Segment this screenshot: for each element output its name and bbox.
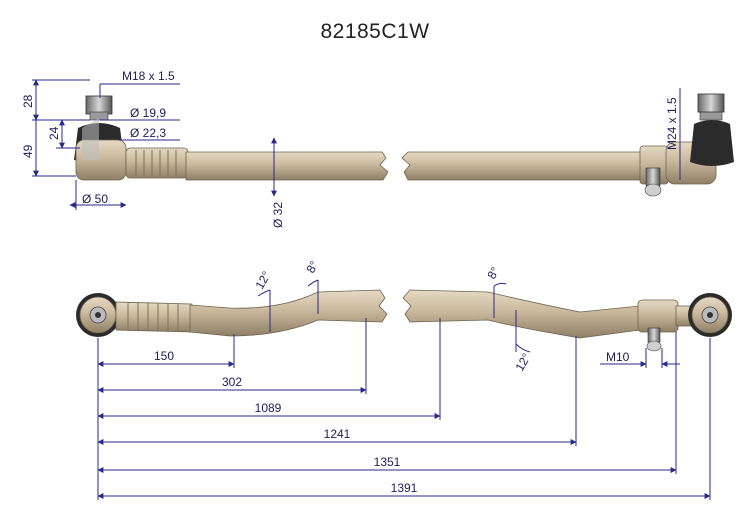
length-1351-label: 1351 — [374, 455, 401, 469]
dia-50-label: Ø 50 — [82, 192, 108, 206]
height-24-label: 24 — [47, 126, 61, 140]
rod-right-segment — [401, 151, 649, 181]
right-ball-joint — [665, 93, 734, 185]
bolt-m10-label: M10 — [606, 350, 630, 364]
dia-22-label: Ø 22,3 — [130, 126, 166, 140]
angle-left-8-label: 8° — [303, 258, 321, 275]
bottom-left-sleeve — [115, 301, 193, 333]
thread-right-label: M24 x 1.5 — [665, 97, 679, 150]
right-eye — [688, 293, 732, 337]
rod-left-segment — [185, 151, 389, 181]
bottom-rod-right — [402, 289, 641, 339]
length-1089-label: 1089 — [255, 401, 282, 415]
top-view: M18 x 1.5 Ø 19,9 Ø 22,3 Ø 50 Ø 32 M24 x … — [21, 69, 734, 228]
dia-19-label: Ø 19,9 — [130, 106, 166, 120]
length-302-label: 302 — [222, 375, 242, 389]
left-eye — [76, 293, 120, 337]
left-sleeve — [125, 147, 189, 179]
length-150-label: 150 — [154, 349, 174, 363]
left-ball-joint — [74, 95, 127, 181]
length-1391-label: 1391 — [391, 481, 418, 495]
dia-32-label: Ø 32 — [271, 202, 285, 228]
angle-right-12-label: 12° — [512, 351, 533, 374]
bottom-view: 12° 8° 8° 12° M10 150 30 — [76, 258, 732, 500]
angle-right-8-label: 8° — [484, 264, 502, 281]
bottom-right-clamp — [637, 299, 695, 352]
sleeve-ribs — [135, 150, 177, 176]
thread-left-label: M18 x 1.5 — [122, 69, 175, 83]
length-1241-label: 1241 — [324, 427, 351, 441]
right-clamp — [639, 145, 669, 197]
height-49-label: 49 — [21, 144, 35, 158]
bottom-rod-left — [189, 289, 388, 337]
angle-left-12-label: 12° — [252, 269, 273, 292]
part-number-title: 82185C1W — [320, 20, 430, 43]
height-28-label: 28 — [21, 94, 35, 108]
